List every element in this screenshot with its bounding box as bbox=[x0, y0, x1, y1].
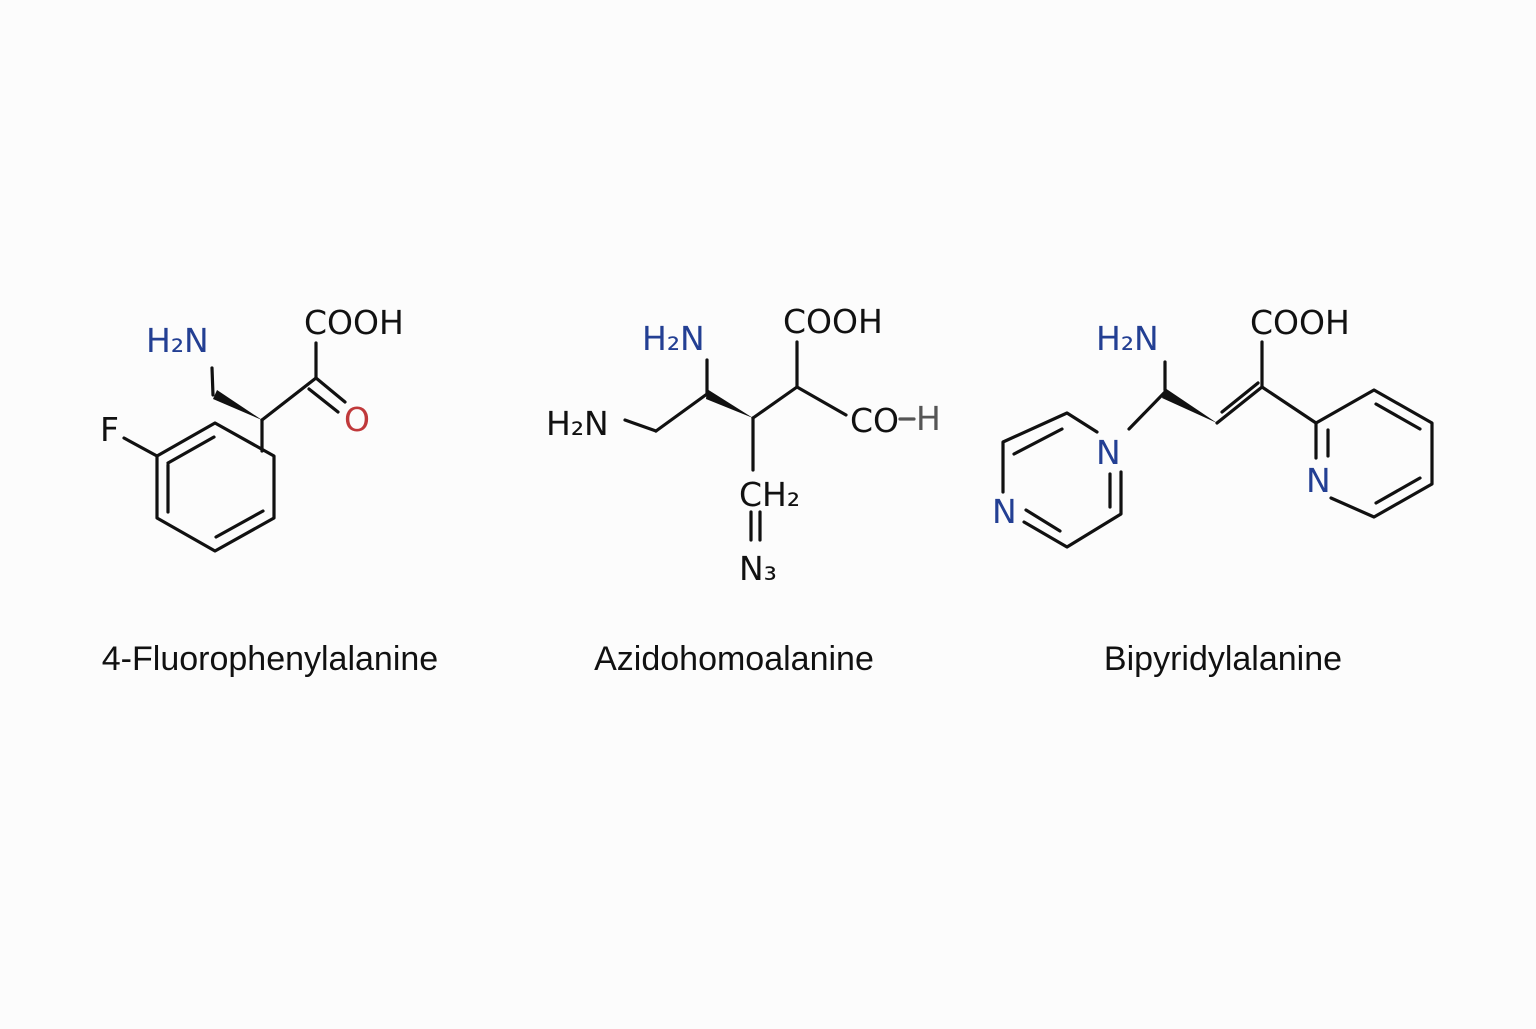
molecule-name-label: 4-Fluorophenylalanine bbox=[102, 640, 438, 678]
carbonyl-double-bond-b bbox=[307, 387, 340, 414]
acyl-bond bbox=[795, 385, 848, 417]
molecule-bipyridylalanine: H₂N COOH N N N Bipyridylalanine bbox=[992, 303, 1434, 678]
chain-bond-2 bbox=[751, 385, 799, 420]
carboxyl-label: COOH bbox=[783, 302, 883, 341]
molecule-name-label: Azidohomoalanine bbox=[594, 640, 874, 678]
chain-bond-1 bbox=[654, 392, 709, 433]
carbonyl-label: CO bbox=[850, 401, 899, 440]
pyrazine-n1-label: N bbox=[1096, 433, 1121, 472]
benzene-ring bbox=[155, 421, 276, 553]
amine-label: H₂N bbox=[1096, 319, 1159, 358]
vinyl-double-bond-a bbox=[1215, 385, 1264, 425]
right-pyridine-ring bbox=[1260, 385, 1434, 519]
left-amine-bond bbox=[623, 418, 658, 433]
carbonyl-double-bond-a bbox=[314, 376, 347, 404]
azide-label: N₃ bbox=[739, 549, 777, 588]
wedge-bond bbox=[706, 389, 753, 418]
amine-label: H₂N bbox=[146, 321, 209, 360]
methylene-label: CH₂ bbox=[739, 475, 800, 514]
vinyl-double-bond-b bbox=[1220, 381, 1260, 414]
pyrazine-n2-label: N bbox=[992, 492, 1017, 531]
n-to-alpha-bond bbox=[1127, 390, 1167, 431]
amine-bond bbox=[210, 366, 215, 397]
wedge-bond bbox=[1162, 388, 1217, 423]
molecule-name-label: Bipyridylalanine bbox=[1104, 640, 1342, 678]
wedge-bond bbox=[213, 390, 262, 420]
carbonyl-oxygen-label: O bbox=[344, 400, 370, 439]
left-pyrazine-ring bbox=[1001, 411, 1123, 549]
molecule-azidohomoalanine: H₂N H₂N COOH CO H CH₂ N₃ Azidohomoalanin… bbox=[546, 302, 941, 678]
pyridine-n-label: N bbox=[1306, 461, 1331, 500]
alpha-to-carbonyl-bond bbox=[260, 376, 318, 422]
molecule-4-fluorophenylalanine: H₂N COOH O F 4-Fluorophenylalanine bbox=[100, 303, 438, 678]
carboxyl-label: COOH bbox=[304, 303, 404, 342]
left-amine-label: H₂N bbox=[546, 404, 609, 443]
top-amine-label: H₂N bbox=[642, 319, 705, 358]
fluorine-label: F bbox=[100, 410, 119, 449]
fluorine-bond bbox=[122, 436, 159, 458]
hydroxyl-h-label: H bbox=[916, 399, 941, 438]
carboxyl-label: COOH bbox=[1250, 303, 1350, 342]
